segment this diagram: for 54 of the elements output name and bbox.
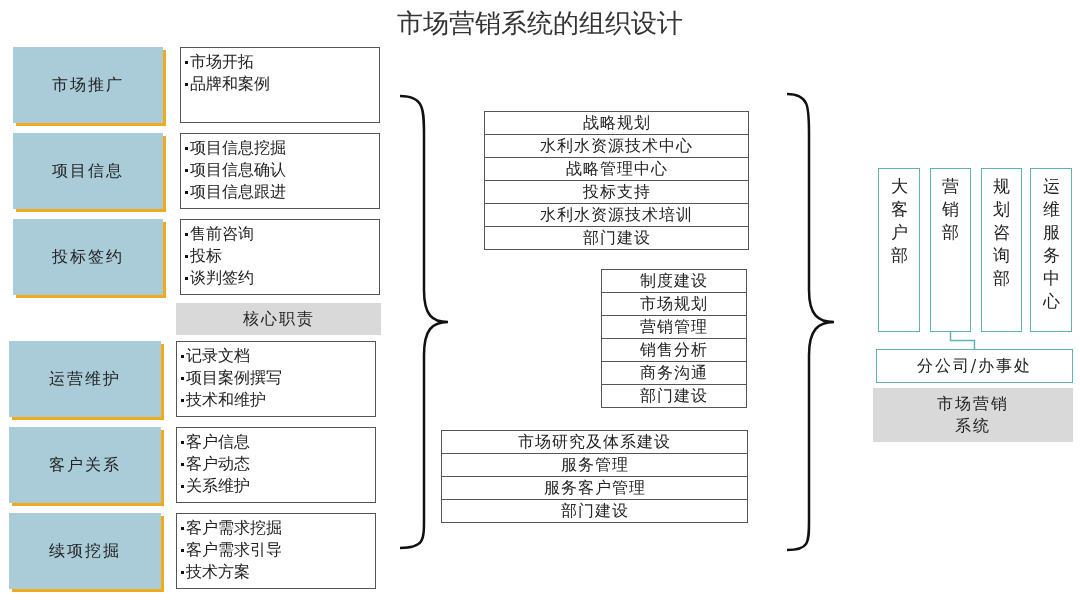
table-row: 制度建设: [601, 269, 747, 293]
department-box: 大客户部: [878, 168, 920, 332]
table-row: 市场规划: [601, 292, 747, 316]
bullet-list-box: [176, 427, 376, 503]
category-box: 投标签约: [13, 219, 163, 295]
list-item: 技术和维护: [181, 389, 371, 411]
list-item: 项目信息跟进: [185, 181, 375, 203]
table-row: 市场研究及体系建设: [441, 430, 748, 454]
list-item: 技术方案: [181, 561, 371, 583]
list-item: 项目信息挖掘: [185, 137, 375, 159]
list-item: 客户信息: [181, 431, 371, 453]
category-box: 续项挖掘: [9, 513, 161, 589]
list-item: 记录文档: [181, 345, 371, 367]
list-item: 市场开拓: [185, 51, 375, 73]
table-row: 服务管理: [441, 453, 748, 477]
list-item: 客户需求挖掘: [181, 517, 371, 539]
list-item: 品牌和案例: [185, 73, 375, 95]
list-item: 客户需求引导: [181, 539, 371, 561]
list-item: 投标: [185, 245, 375, 267]
table-row: 水利水资源技术中心: [484, 134, 749, 158]
table-row: 战略规划: [484, 111, 749, 135]
bullet-list-box: [176, 513, 376, 589]
bullet-list-box: [180, 47, 380, 123]
category-box: 运营维护: [9, 341, 161, 417]
list-item: 关系维护: [181, 475, 371, 497]
list-item: 售前咨询: [185, 223, 375, 245]
connector-line: [949, 331, 976, 350]
branch-office-box: 分公司/办事处: [876, 349, 1073, 383]
department-box: 运维服务中心: [1030, 168, 1072, 332]
table-row: 水利水资源技术培训: [484, 203, 749, 227]
category-box: 客户关系: [9, 427, 161, 503]
category-box: 市场推广: [13, 47, 163, 123]
bullet-list-box: [176, 341, 376, 417]
table-row: 战略管理中心: [484, 157, 749, 181]
table-row: 部门建设: [441, 499, 748, 523]
label-box: 市场营销系统: [873, 388, 1073, 442]
bullet-list-box: [180, 133, 380, 209]
table-row: 部门建设: [601, 384, 747, 408]
list-item: 谈判签约: [185, 267, 375, 289]
label-box: 核心职责: [176, 303, 381, 335]
table-row: 营销管理: [601, 315, 747, 339]
table-row: 销售分析: [601, 338, 747, 362]
list-item: 客户动态: [181, 453, 371, 475]
table-row: 部门建设: [484, 226, 749, 250]
department-box: 规划咨询部: [981, 168, 1022, 332]
title: 市场营销系统的组织设计: [396, 7, 684, 40]
list-item: 项目信息确认: [185, 159, 375, 181]
bullet-list-box: [180, 219, 380, 295]
department-box: 营销部: [930, 168, 971, 332]
table-row: 投标支持: [484, 180, 749, 204]
list-item: 项目案例撰写: [181, 367, 371, 389]
category-box: 项目信息: [13, 133, 163, 209]
table-row: 商务沟通: [601, 361, 747, 385]
table-row: 服务客户管理: [441, 476, 748, 500]
